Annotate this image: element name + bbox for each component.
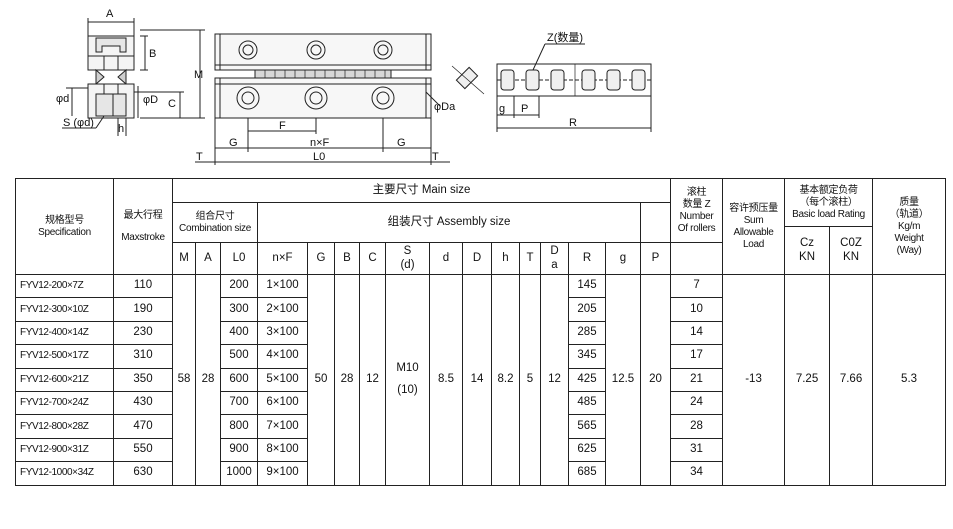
table-row: FYV12-600×21Z 350 600 5×100 425 21 [15, 367, 946, 392]
col-R: R [568, 242, 606, 275]
cell-S: M10(10) [385, 274, 430, 486]
label-h: h [118, 123, 124, 135]
label-R: R [569, 117, 577, 129]
label-P: P [521, 103, 528, 115]
chamfer-detail [451, 65, 485, 95]
label-Z-count: Z(数量) [547, 31, 583, 44]
col-B: B [334, 242, 360, 275]
cell-T: 5 [519, 274, 541, 486]
table-row: FYV12-800×28Z 470 800 7×100 565 28 [15, 414, 946, 439]
header-rating: 基本额定负荷（每个滚柱）Basic load Rating [784, 178, 874, 227]
label-phi-Da: φDa [434, 101, 456, 113]
drawing-labels: A B M φd φD C S (φd) h G F n×F G L0 T T … [56, 8, 583, 163]
cell-Da: 12 [540, 274, 569, 486]
col-L0: L0 [220, 242, 258, 275]
cell-G: 50 [307, 274, 335, 486]
table-row: FYV12-500×17Z 310 500 4×100 345 17 [15, 344, 946, 369]
col-h: h [491, 242, 520, 275]
label-M: M [194, 69, 203, 81]
cell-h: 8.2 [491, 274, 520, 486]
col-d: d [429, 242, 463, 275]
cell-A: 28 [195, 274, 221, 486]
col-P: P [639, 242, 672, 275]
cell-P: 20 [639, 274, 672, 486]
table-row: FYV12-900×31Z 550 900 8×100 625 31 [15, 437, 946, 463]
table-row: FYV12-1000×34Z 630 1000 9×100 685 34 [15, 461, 946, 486]
table-row: FYV12-700×24Z 430 700 6×100 485 24 [15, 390, 946, 416]
cell-D: 14 [462, 274, 492, 486]
label-phi-d: φd [56, 93, 69, 105]
cell-C: 12 [359, 274, 386, 486]
table-row: FYV12-300×10Z 190 300 2×100 205 10 [15, 297, 946, 322]
cell-B: 28 [334, 274, 360, 486]
col-M: M [172, 242, 196, 275]
label-B: B [149, 48, 156, 60]
label-F: F [279, 120, 286, 132]
label-phi-D: φD [143, 94, 158, 106]
front-view [195, 33, 450, 165]
technical-drawing: A B M φd φD C S (φd) h G F n×F G L0 T T … [56, 8, 652, 165]
cell-preload: -13 [722, 274, 786, 486]
header-blank [639, 202, 672, 243]
table-row: FYV12-200×7Z 110 58 28 200 1×100 50 28 1… [15, 273, 947, 486]
roller-cage-view [496, 43, 652, 132]
label-A: A [106, 8, 114, 20]
label-g: g [499, 103, 505, 115]
label-T-left: T [196, 151, 203, 163]
col-C: C [359, 242, 386, 275]
col-g: g [605, 242, 641, 275]
cell-d: 8.5 [429, 274, 463, 486]
label-G-left: G [229, 137, 238, 149]
cell-g: 12.5 [605, 274, 641, 486]
col-G: G [307, 242, 335, 275]
label-T-right: T [432, 151, 439, 163]
cell-weight: 5.3 [872, 274, 947, 486]
header-assembly: 组装尺寸 Assembly size [257, 202, 641, 243]
table-row: FYV12-400×14Z 230 400 3×100 285 14 [15, 320, 946, 346]
col-D: D [462, 242, 492, 275]
cross-section-view [62, 18, 205, 136]
label-C: C [168, 98, 176, 110]
col-nF: n×F [257, 242, 308, 275]
col-T: T [519, 242, 541, 275]
label-nxF: n×F [310, 137, 330, 149]
cell-Cz: 7.25 [784, 274, 831, 486]
cell-C0z: 7.66 [829, 274, 874, 486]
label-L0: L0 [313, 151, 325, 163]
cell-M: 58 [172, 274, 196, 486]
col-A: A [195, 242, 221, 275]
label-S: S (φd) [63, 117, 94, 129]
header-main-size: 主要尺寸 Main size [171, 178, 672, 203]
col-S: S(d) [385, 242, 430, 275]
label-G-right: G [397, 137, 406, 149]
